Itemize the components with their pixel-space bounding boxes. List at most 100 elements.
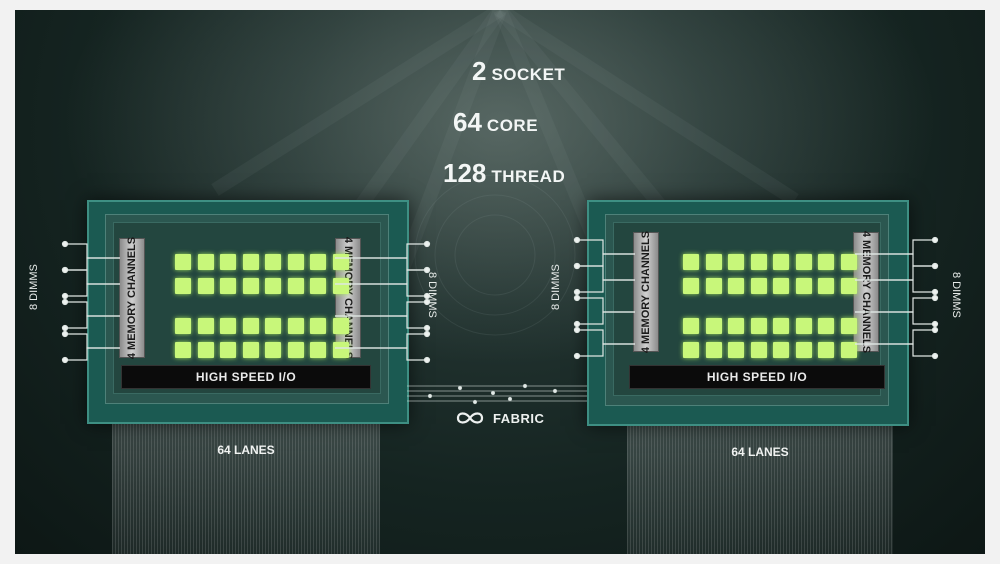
cpu-core [840,318,857,334]
cpu-core [750,278,767,294]
lanes-label-1: 64 LANES [217,443,275,457]
dimm-dot [423,330,431,338]
cpu-core [795,278,812,294]
dimm-trace [577,279,635,293]
dimm-dot [931,326,939,334]
dimm-trace [855,265,935,281]
cpu-core [818,342,834,358]
fabric-node [472,399,478,405]
core-word: CORE [486,116,539,135]
cpu-core [242,254,259,270]
dimm-trace [577,329,635,345]
fabric-node [552,388,558,394]
cpu-core [773,278,789,294]
thread-number: 128 [443,158,487,188]
cpu-core [773,318,789,334]
cpu-core [265,318,281,334]
cpu-core [840,278,857,294]
dimm-trace [577,265,635,281]
dimm-trace [855,329,935,345]
dimm-dot [573,294,581,302]
dimm-dot [423,266,431,274]
dimm-trace [335,269,427,285]
cpu-core [310,318,326,334]
cpu-core [242,342,259,358]
dimm-trace [65,257,120,271]
dimm-dot [573,236,581,244]
dimm-trace [577,297,635,313]
cpu-core [287,254,304,270]
cpu-core [795,318,812,334]
cpu-core [818,278,834,294]
cpu-core [197,278,214,294]
dimm-trace [855,297,935,313]
cpu-core [818,254,834,270]
cpu-core [175,318,191,334]
cpu-core [773,342,789,358]
dimm-dot [931,262,939,270]
cpu-core [197,342,214,358]
dimm-dot [61,266,69,274]
cpu-core [840,254,857,270]
socket-word: SOCKET [491,65,566,84]
dimm-trace [335,283,427,297]
cpu-core [175,342,191,358]
cpu-core [220,318,236,334]
cpu-core [310,278,326,294]
fabric-node [490,390,496,396]
cpu-core [750,318,767,334]
dimm-dot [423,298,431,306]
high-speed-io-1: HIGH SPEED I/O [121,365,371,389]
cpu-core [220,278,236,294]
cpu-core [287,318,304,334]
dimm-trace [577,253,635,267]
dimm-trace [65,301,120,317]
dimm-dot [931,352,939,360]
thread-word: THREAD [491,167,566,186]
dimm-dot [573,262,581,270]
dimm-dot [61,356,69,364]
dimm-dot [573,326,581,334]
memory-channels-left-2: 4 MEMORY CHANNELS [633,231,659,353]
cpu-core [705,254,722,270]
cpu-core [220,342,236,358]
dimm-trace [335,315,427,329]
cpu-core [683,342,699,358]
dimm-dot [423,324,431,332]
dimm-trace [577,239,635,255]
cpu-core [265,254,281,270]
memory-channels-left-1: 4 MEMORY CHANNELS [119,237,145,359]
cpu-core [750,254,767,270]
fabric-links [407,383,587,405]
dimm-trace [577,311,635,325]
dimm-trace [335,243,427,259]
cpu-core [683,318,699,334]
dimm-trace [855,239,935,255]
dimm-dot [931,320,939,328]
fabric-node [457,385,463,391]
dimm-dot [573,320,581,328]
cpu-core [728,278,744,294]
cpu-core [683,254,699,270]
dimm-trace [65,347,120,361]
dimm-trace [335,301,427,317]
dimm-trace [855,311,935,325]
cpu-core [175,254,191,270]
cpu-core [287,278,304,294]
dimm-dot [423,240,431,248]
dimm-dot [61,324,69,332]
dimm-trace [65,333,120,349]
cpu-core [705,342,722,358]
cpu-core [287,342,304,358]
cpu-core [683,278,699,294]
cpu-core [220,254,236,270]
cpu-core [728,318,744,334]
cpu-core [795,342,812,358]
cpu-core [795,254,812,270]
dimm-trace [577,343,635,357]
dimm-dot [423,292,431,300]
dimm-dot [61,240,69,248]
